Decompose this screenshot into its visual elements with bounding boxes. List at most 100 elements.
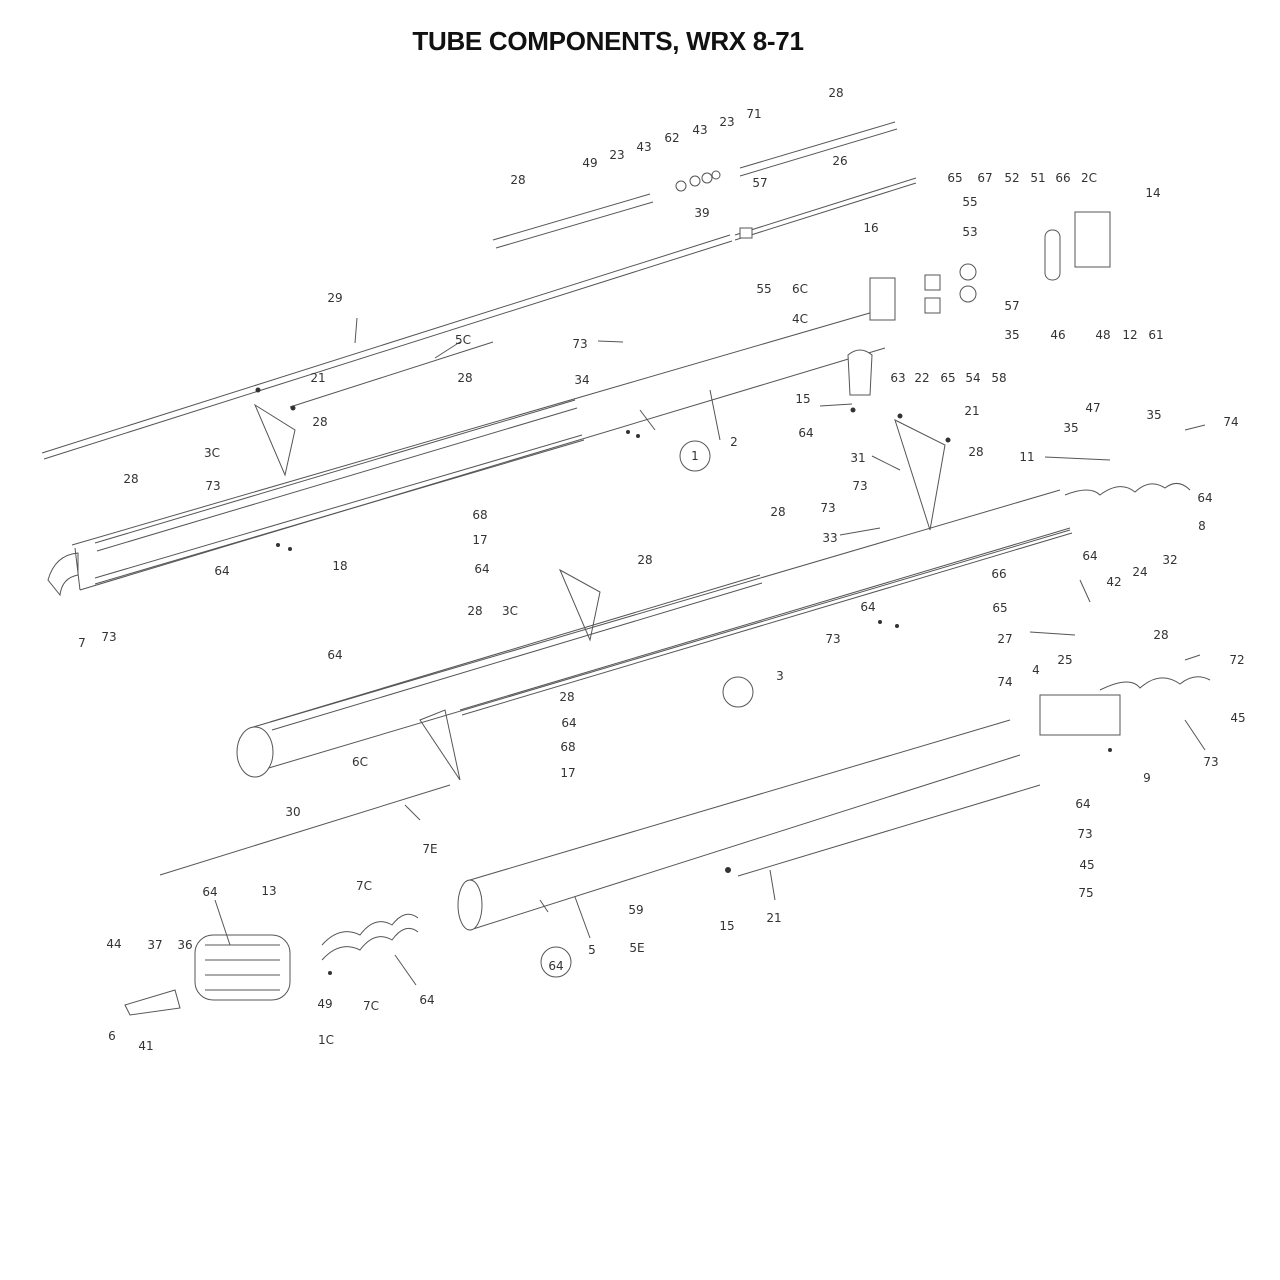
part-label: 64 xyxy=(1075,797,1090,811)
part-label: 12 xyxy=(1122,328,1137,342)
part-label: 72 xyxy=(1229,653,1244,667)
lower-tube xyxy=(159,676,1211,931)
upper-tube xyxy=(47,277,896,597)
part-label: 28 xyxy=(510,173,525,187)
part-label: 67 xyxy=(977,171,992,185)
part-label: 28 xyxy=(770,505,785,519)
part-label: 6C xyxy=(352,755,368,769)
a-frame-supports xyxy=(253,403,946,781)
part-label: 17 xyxy=(560,766,575,780)
part-label: 75 xyxy=(1078,886,1093,900)
part-label: 64 xyxy=(798,426,813,440)
part-label: 64 xyxy=(561,716,576,730)
part-label: 1C xyxy=(318,1033,334,1047)
part-label: 65 xyxy=(947,171,962,185)
part-label: 39 xyxy=(694,206,709,220)
part-label: 28 xyxy=(559,690,574,704)
part-label: 11 xyxy=(1019,450,1034,464)
part-label: 28 xyxy=(1153,628,1168,642)
part-label: 64 xyxy=(202,885,217,899)
part-label: 73 xyxy=(825,632,840,646)
part-label: 57 xyxy=(752,176,767,190)
part-label: 25 xyxy=(1057,653,1072,667)
part-label: 57 xyxy=(1004,299,1019,313)
part-label: 22 xyxy=(914,371,929,385)
part-label: 2 xyxy=(730,435,738,449)
part-label: 7C xyxy=(363,999,379,1013)
part-label: 34 xyxy=(574,373,589,387)
part-label: 27 xyxy=(997,632,1012,646)
part-label: 6 xyxy=(108,1029,116,1043)
part-label: 15 xyxy=(719,919,734,933)
part-label: 64 xyxy=(474,562,489,576)
part-label: 35 xyxy=(1063,421,1078,435)
part-label: 28 xyxy=(467,604,482,618)
part-label: 26 xyxy=(832,154,847,168)
part-label: 8 xyxy=(1198,519,1206,533)
part-label: 73 xyxy=(572,337,587,351)
part-label: 3C xyxy=(204,446,220,460)
part-label: 65 xyxy=(940,371,955,385)
part-label: 5 xyxy=(588,943,596,957)
part-label: 42 xyxy=(1106,575,1121,589)
part-label: 7 xyxy=(78,636,86,650)
part-label: 68 xyxy=(472,508,487,522)
part-label: 45 xyxy=(1079,858,1094,872)
part-label: 31 xyxy=(850,451,865,465)
part-label: 41 xyxy=(138,1039,153,1053)
part-label: 37 xyxy=(147,938,162,952)
part-label: 21 xyxy=(766,911,781,925)
part-label: 64 xyxy=(860,600,875,614)
part-label: 73 xyxy=(820,501,835,515)
auger-flighting xyxy=(124,913,419,1016)
long-rod xyxy=(41,234,733,460)
part-label: 71 xyxy=(746,107,761,121)
part-label: 13 xyxy=(261,884,276,898)
part-label: 66 xyxy=(991,567,1006,581)
part-label: 48 xyxy=(1095,328,1110,342)
part-label: 62 xyxy=(664,131,679,145)
part-label: 28 xyxy=(123,472,138,486)
part-label: 28 xyxy=(968,445,983,459)
part-label: 14 xyxy=(1145,186,1160,200)
part-label: 44 xyxy=(106,937,121,951)
part-label: 73 xyxy=(1203,755,1218,769)
part-label: 68 xyxy=(560,740,575,754)
part-label: 32 xyxy=(1162,553,1177,567)
part-label: 73 xyxy=(205,479,220,493)
diagram-artwork xyxy=(41,121,1211,1016)
part-label: 6C xyxy=(792,282,808,296)
part-label: 7E xyxy=(422,842,437,856)
part-label: 74 xyxy=(997,675,1012,689)
part-label: 64 xyxy=(1197,491,1212,505)
part-label: 59 xyxy=(628,903,643,917)
part-label: 64 xyxy=(327,648,342,662)
part-label: 58 xyxy=(991,371,1006,385)
part-label: 73 xyxy=(1077,827,1092,841)
part-label: 36 xyxy=(177,938,192,952)
part-label: 55 xyxy=(756,282,771,296)
part-label: 28 xyxy=(637,553,652,567)
part-label: 3C xyxy=(502,604,518,618)
part-label: 4 xyxy=(1032,663,1040,677)
part-label: 16 xyxy=(863,221,878,235)
callout-circles xyxy=(540,440,754,978)
drive-head-assembly xyxy=(847,211,1111,396)
part-label: 49 xyxy=(582,156,597,170)
part-label: 54 xyxy=(965,371,980,385)
part-label: 64 xyxy=(214,564,229,578)
part-label: 21 xyxy=(310,371,325,385)
part-label: 64 xyxy=(548,959,563,973)
part-label: 35 xyxy=(1146,408,1161,422)
part-label: 45 xyxy=(1230,711,1245,725)
part-label: 63 xyxy=(890,371,905,385)
part-label: 29 xyxy=(327,291,342,305)
part-label: 28 xyxy=(457,371,472,385)
part-label: 74 xyxy=(1223,415,1238,429)
part-label: 2C xyxy=(1081,171,1097,185)
part-label: 7C xyxy=(356,879,372,893)
part-label: 17 xyxy=(472,533,487,547)
part-label: 18 xyxy=(332,559,347,573)
